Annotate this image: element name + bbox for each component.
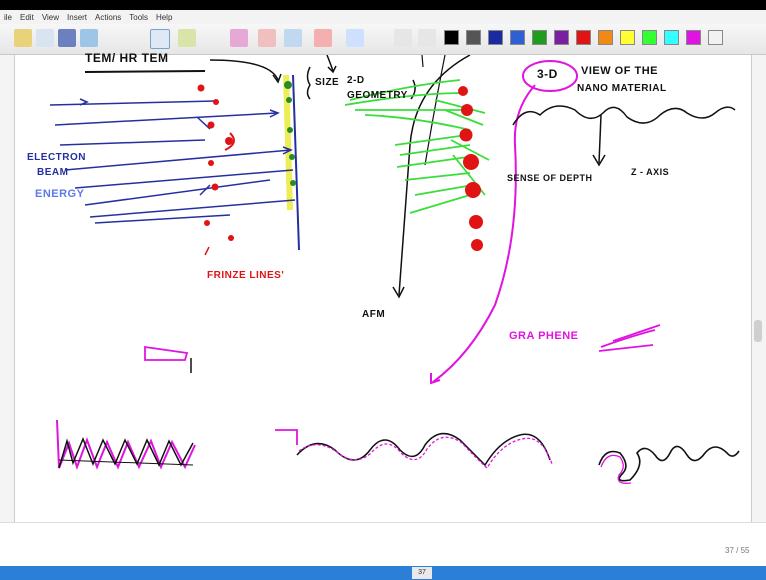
page-footer-area — [0, 522, 766, 567]
menu-help[interactable]: Help — [155, 12, 173, 22]
arrow-tool-icon[interactable] — [284, 29, 302, 47]
note-size: SIZE — [315, 77, 340, 88]
page-icon[interactable] — [14, 29, 32, 47]
print-icon[interactable] — [80, 29, 98, 47]
menu-actions[interactable]: Actions — [95, 12, 122, 22]
page-counter: 37 / 55 — [725, 546, 750, 555]
color-swatch[interactable] — [510, 30, 525, 45]
color-swatch[interactable] — [532, 30, 547, 45]
note-geometry: GEOMETRY — [347, 90, 408, 101]
note-tem: TEM/ HR TEM — [85, 51, 169, 65]
highlighter-icon[interactable] — [178, 29, 196, 47]
bold-icon[interactable] — [394, 29, 412, 47]
color-swatch[interactable] — [620, 30, 635, 45]
note-nano-material: NANO MATERIAL — [577, 83, 667, 94]
menu-edit[interactable]: Edit — [20, 12, 34, 22]
note-3d: 3-D — [537, 67, 558, 81]
lasso-icon[interactable] — [258, 29, 276, 47]
open-icon[interactable] — [36, 29, 54, 47]
color-swatch[interactable] — [686, 30, 701, 45]
color-swatch[interactable] — [664, 30, 679, 45]
color-swatch[interactable] — [554, 30, 569, 45]
ink-drawing — [49, 55, 740, 484]
note-z-axis: Z - AXIS — [631, 167, 670, 177]
page-thumbnail-strip[interactable] — [0, 566, 766, 580]
current-page-marker[interactable]: 37 — [412, 567, 432, 579]
menu-bar: ile Edit View Insert Actions Tools Help — [0, 10, 766, 24]
note-sense-of-depth: SENSE OF DEPTH — [507, 173, 593, 183]
menu-tools[interactable]: Tools — [129, 12, 148, 22]
pen-tool-icon[interactable] — [150, 29, 170, 49]
note-2d: 2-D — [347, 75, 365, 86]
color-swatch[interactable] — [444, 30, 459, 45]
note-fringe-lines: FRINZE LINES' — [207, 270, 285, 281]
note-afm: AFM — [362, 309, 386, 320]
save-icon[interactable] — [58, 29, 76, 47]
note-energy: ENERGY — [35, 188, 85, 200]
insert-space-icon[interactable] — [346, 29, 364, 47]
menu-view[interactable]: View — [41, 12, 60, 22]
color-swatch[interactable] — [708, 30, 723, 45]
flag-icon[interactable] — [314, 29, 332, 47]
color-swatch[interactable] — [598, 30, 613, 45]
note-graphene: GRA PHENE — [509, 330, 579, 342]
scroll-thumb[interactable] — [754, 320, 762, 342]
menu-insert[interactable]: Insert — [67, 12, 88, 22]
left-margin — [0, 55, 14, 525]
note-view-of-the: VIEW OF THE — [581, 65, 658, 77]
note-beam: BEAM — [37, 167, 69, 178]
notebook-page[interactable]: TEM/ HR TEM SIZE 2-D GEOMETRY 3-D VIEW O… — [14, 51, 752, 522]
color-swatch[interactable] — [642, 30, 657, 45]
menu-file[interactable]: ile — [4, 12, 13, 22]
window-top-border — [0, 0, 766, 10]
vertical-scrollbar[interactable] — [750, 55, 766, 525]
color-swatch[interactable] — [576, 30, 591, 45]
note-electron: ELECTRON — [27, 152, 86, 163]
italic-icon[interactable] — [418, 29, 436, 47]
eraser-icon[interactable] — [230, 29, 248, 47]
toolbar — [0, 24, 766, 55]
color-swatch[interactable] — [488, 30, 503, 45]
color-swatch[interactable] — [466, 30, 481, 45]
